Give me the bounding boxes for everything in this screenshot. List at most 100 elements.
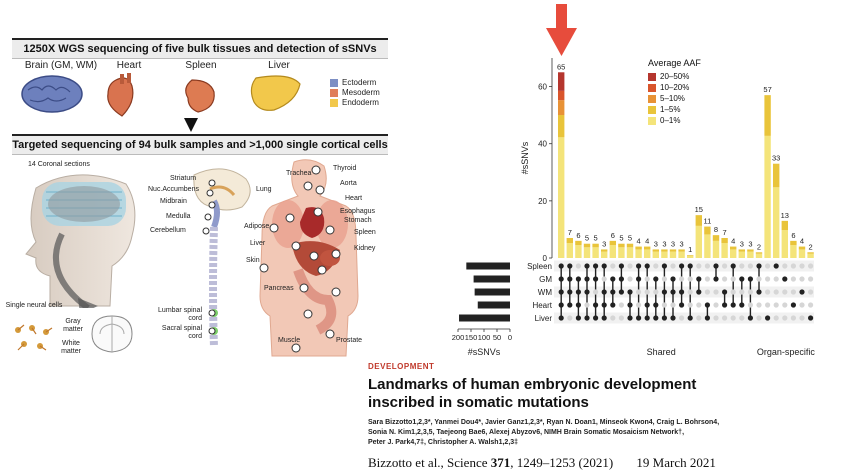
bar-value-label: 4 (637, 237, 641, 246)
region-striatum: Striatum (170, 175, 197, 182)
set-size-tick-label: 200 (452, 333, 465, 342)
bar-value-label: 13 (781, 211, 789, 220)
matrix-dot (679, 315, 685, 321)
matrix-dot (722, 302, 728, 308)
bar (755, 252, 763, 254)
matrix-dot (704, 289, 710, 295)
region-sacral: Sacral spinal cord (161, 325, 202, 340)
bar (790, 240, 797, 246)
matrix-dot (696, 276, 702, 282)
highlight-arrow-icon (546, 28, 577, 56)
legend-swatch (648, 83, 656, 92)
bar (755, 253, 763, 258)
legend-item: 1–5% (648, 104, 701, 115)
matrix-dot (661, 315, 667, 321)
matrix-dot (808, 302, 814, 308)
bar (721, 238, 728, 243)
bar (738, 251, 745, 258)
matrix-dot (644, 276, 650, 282)
bar-value-label: 65 (557, 62, 565, 71)
matrix-dot (704, 315, 710, 321)
matrix-dot (765, 276, 771, 282)
matrix-dot (610, 315, 616, 321)
matrix-dot (687, 289, 693, 295)
set-size-bar (459, 314, 510, 322)
bar (661, 251, 668, 258)
flow-arrow-icon (184, 118, 198, 132)
bar (781, 230, 788, 258)
heart-organ-icon (107, 73, 134, 117)
matrix-dot (653, 302, 659, 308)
set-label: WM (538, 288, 553, 297)
matrix-dot (808, 276, 814, 282)
matrix-dot (653, 289, 659, 295)
matrix-dot (722, 263, 728, 269)
bar (773, 187, 780, 258)
bar (807, 252, 814, 254)
legend-item: 5–10% (648, 93, 701, 104)
bar (721, 243, 728, 258)
matrix-dot (593, 276, 599, 282)
bar-value-label: 8 (714, 225, 718, 234)
bar (583, 247, 591, 258)
brain-slice-icon (91, 315, 133, 353)
matrix-dot (584, 315, 590, 321)
bar (652, 251, 659, 258)
legend-item: 20–50% (648, 71, 701, 82)
bar-value-label: 3 (740, 239, 744, 248)
bar (558, 137, 565, 258)
set-size-axis-label: #sSNVs (468, 347, 501, 357)
bar-value-label: 3 (654, 239, 658, 248)
matrix-dot (730, 302, 736, 308)
body-illustration (259, 159, 359, 357)
matrix-dot (601, 315, 607, 321)
bar-value-label: 15 (695, 205, 703, 214)
matrix-dot (747, 289, 753, 295)
matrix-dot (601, 289, 607, 295)
bar (695, 225, 702, 258)
label-lung: Lung (256, 186, 272, 193)
brain-spine-illustration (193, 168, 251, 348)
matrix-dot (730, 276, 736, 282)
single-cells-label: Single neural cells (5, 302, 63, 309)
matrix-dot (670, 289, 676, 295)
matrix-dot (765, 302, 771, 308)
section-kicker: DEVELOPMENT (368, 362, 435, 371)
matrix-dot (618, 276, 624, 282)
matrix-dot (713, 276, 719, 282)
bar-value-label: 57 (763, 85, 771, 94)
bar (712, 235, 720, 241)
matrix-dot (782, 263, 788, 269)
bar (652, 249, 659, 252)
label-heart: Heart (345, 195, 363, 202)
bar (583, 243, 591, 248)
paper-title: Landmarks of human embryonic development… (368, 376, 788, 412)
matrix-dot (610, 302, 616, 308)
matrix-dot (790, 276, 796, 282)
bar (764, 135, 771, 258)
matrix-dot (790, 302, 796, 308)
bar (566, 243, 573, 258)
bar (687, 255, 694, 258)
citation-authors: Bizzotto et al., Science (368, 455, 488, 470)
region-medulla: Medulla (166, 213, 191, 220)
bar (618, 243, 625, 248)
matrix-dot (756, 276, 762, 282)
liver-organ-icon (250, 75, 301, 111)
bar-value-label: 6 (791, 231, 795, 240)
matrix-dot (627, 263, 633, 269)
matrix-dot (584, 289, 590, 295)
region-cerebellum: Cerebellum (150, 227, 186, 234)
matrix-dot (661, 302, 667, 308)
bar (738, 249, 745, 252)
legend-swatch (648, 105, 656, 114)
legend-swatch (648, 116, 656, 125)
bar (635, 246, 642, 250)
matrix-dot (670, 263, 676, 269)
y-tick-label: 0 (543, 254, 548, 263)
set-size-tick-label: 150 (465, 333, 478, 342)
matrix-dot (756, 263, 762, 269)
bar (695, 215, 702, 226)
endoderm-swatch (330, 98, 338, 107)
